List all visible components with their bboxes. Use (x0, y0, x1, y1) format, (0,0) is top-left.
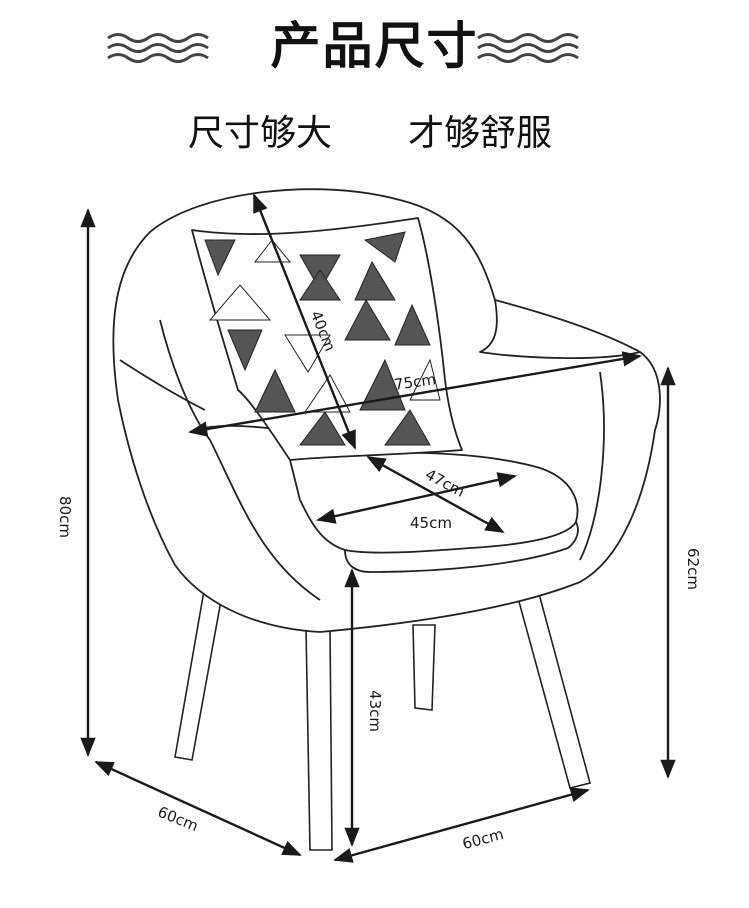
label-arm-height: 62cm (683, 548, 702, 590)
page-title: 产品尺寸 (270, 17, 479, 75)
tagline-right: 才够舒服 (408, 113, 553, 154)
label-seat-width: 45cm (410, 514, 452, 532)
wave-ornament-right (477, 33, 579, 63)
base-depth-60-arrow (94, 760, 302, 857)
label-seat-height: 43cm (365, 690, 384, 732)
tagline-left: 尺寸够大 (188, 113, 333, 154)
base-width-60-arrow (333, 787, 590, 863)
dimension-arrows (80, 193, 676, 863)
chair-legs (174, 583, 591, 851)
width-75-arrow (188, 351, 642, 437)
label-total-height: 80cm (55, 496, 74, 538)
seat-45-arrow (316, 472, 517, 524)
wave-ornament-left (107, 33, 209, 63)
